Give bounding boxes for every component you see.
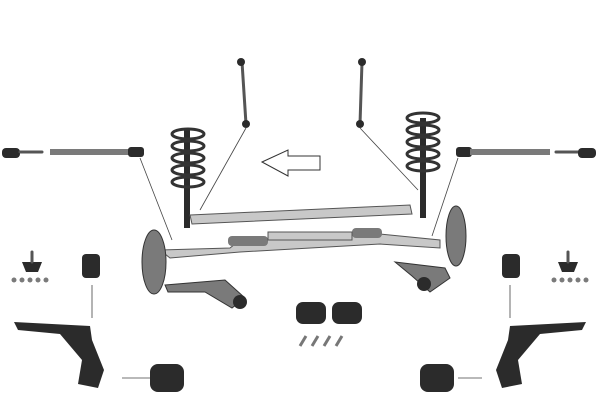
steering-rack [228, 228, 382, 246]
ball-joint-right [558, 250, 578, 272]
control-arm-right [496, 322, 586, 388]
control-arm-left [14, 322, 104, 388]
coil-spring-left [170, 127, 206, 228]
direction-arrow-icon [260, 149, 321, 177]
coil-spring-right [405, 111, 441, 218]
lower-arm-left-mounted [164, 279, 246, 309]
stabilizer-link-left [237, 58, 250, 128]
center-bushings [296, 302, 362, 324]
tie-rod-right [456, 147, 596, 158]
wheel-hub-right [445, 205, 467, 267]
leader-lines [91, 127, 511, 379]
bushing-large-right [420, 364, 454, 392]
bolt-set-small [11, 277, 589, 283]
bushing-left [82, 254, 100, 278]
ball-joint-left [22, 250, 42, 272]
bolt-set-center [298, 335, 344, 347]
lower-arm-right-mounted [393, 261, 451, 293]
bushing-large-left [150, 364, 184, 392]
tie-rod-left [2, 147, 144, 158]
wheel-hub-left [141, 229, 167, 295]
bushing-right [502, 254, 520, 278]
stabilizer-link-right [356, 58, 366, 128]
